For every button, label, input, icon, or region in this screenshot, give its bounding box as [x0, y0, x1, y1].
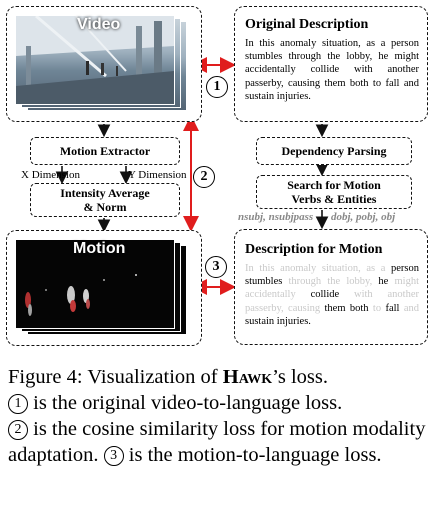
caption-suffix: ’s loss. — [272, 366, 328, 388]
x-dimension-label: X Dimension — [21, 169, 80, 181]
motion-description-heading: Description for Motion — [245, 242, 383, 257]
motion-context-text: might accidentally — [245, 276, 419, 301]
original-description-box: Original Description In this anomaly sit… — [234, 6, 428, 122]
dependency-parsing-label: Dependency Parsing — [281, 144, 387, 158]
motion-keyword: collide — [310, 289, 340, 301]
video-panel: Video — [6, 6, 202, 122]
motion-extractor-box: Motion Extractor — [30, 137, 180, 165]
loss-marker-2: 2 — [193, 166, 215, 188]
dependency-tags-left: nsubj, nsubjpass — [238, 211, 314, 223]
original-description-text: In this anomaly situation, as a person s… — [245, 38, 419, 102]
motion-panel: Motion — [6, 230, 202, 346]
motion-description-text: In this anomaly situation, as a person s… — [245, 262, 419, 328]
caption-model-name: Hawk — [222, 366, 273, 388]
motion-frame-front — [15, 239, 175, 329]
search-box: Search for Motion Verbs & Entities — [256, 175, 412, 209]
lobby-scene-image — [16, 14, 174, 104]
intensity-label-2: & Norm — [83, 200, 127, 214]
figure-caption: Figure 4: Visualization of Hawk’s loss. … — [8, 364, 430, 468]
motion-map-image — [25, 274, 137, 316]
motion-context-text: through the lobby, — [282, 276, 379, 288]
y-dimension-label: Y Dimension — [128, 169, 187, 181]
video-title: Video — [77, 16, 121, 33]
motion-keyword: sustain injuries. — [245, 315, 311, 327]
motion-context-text: with another passerby, causing — [245, 289, 419, 314]
dependency-tags-right: dobj, pobj, obj — [331, 211, 396, 223]
motion-context-text: and — [399, 302, 419, 314]
caption-marker-2: 2 — [8, 420, 28, 440]
motion-keyword: he — [378, 276, 389, 288]
motion-keyword: person stumbles — [245, 263, 419, 288]
search-label-1: Search for Motion — [287, 178, 381, 192]
intensity-label-1: Intensity Average — [60, 186, 150, 200]
motion-description-box: Description for Motion In this anomaly s… — [234, 229, 428, 345]
motion-keyword: them both — [324, 302, 369, 314]
caption-line-1: is the original video-to-language loss. — [28, 392, 343, 414]
loss-marker-1: 1 — [206, 76, 228, 98]
loss-marker-3: 3 — [205, 256, 227, 278]
caption-marker-3: 3 — [103, 446, 124, 466]
motion-title: Motion — [73, 240, 126, 257]
search-label-2: Verbs & Entities — [291, 192, 377, 206]
dependency-parsing-box: Dependency Parsing — [256, 137, 412, 165]
caption-line-2: is the cosine similarity loss for motion… — [8, 418, 426, 466]
video-frame-front — [15, 14, 175, 105]
motion-extractor-label: Motion Extractor — [59, 144, 151, 158]
motion-context-text: In this anomaly situation, as a — [245, 263, 391, 274]
caption-prefix: Figure 4: Visualization of — [8, 366, 223, 388]
motion-keyword: fall — [385, 302, 400, 314]
caption-line-3: is the motion-to-language loss. — [123, 444, 382, 466]
motion-context-text: to — [368, 302, 386, 314]
intensity-box: Intensity Average & Norm — [30, 183, 180, 217]
caption-marker-1: 1 — [8, 394, 28, 414]
original-description-heading: Original Description — [245, 17, 369, 32]
